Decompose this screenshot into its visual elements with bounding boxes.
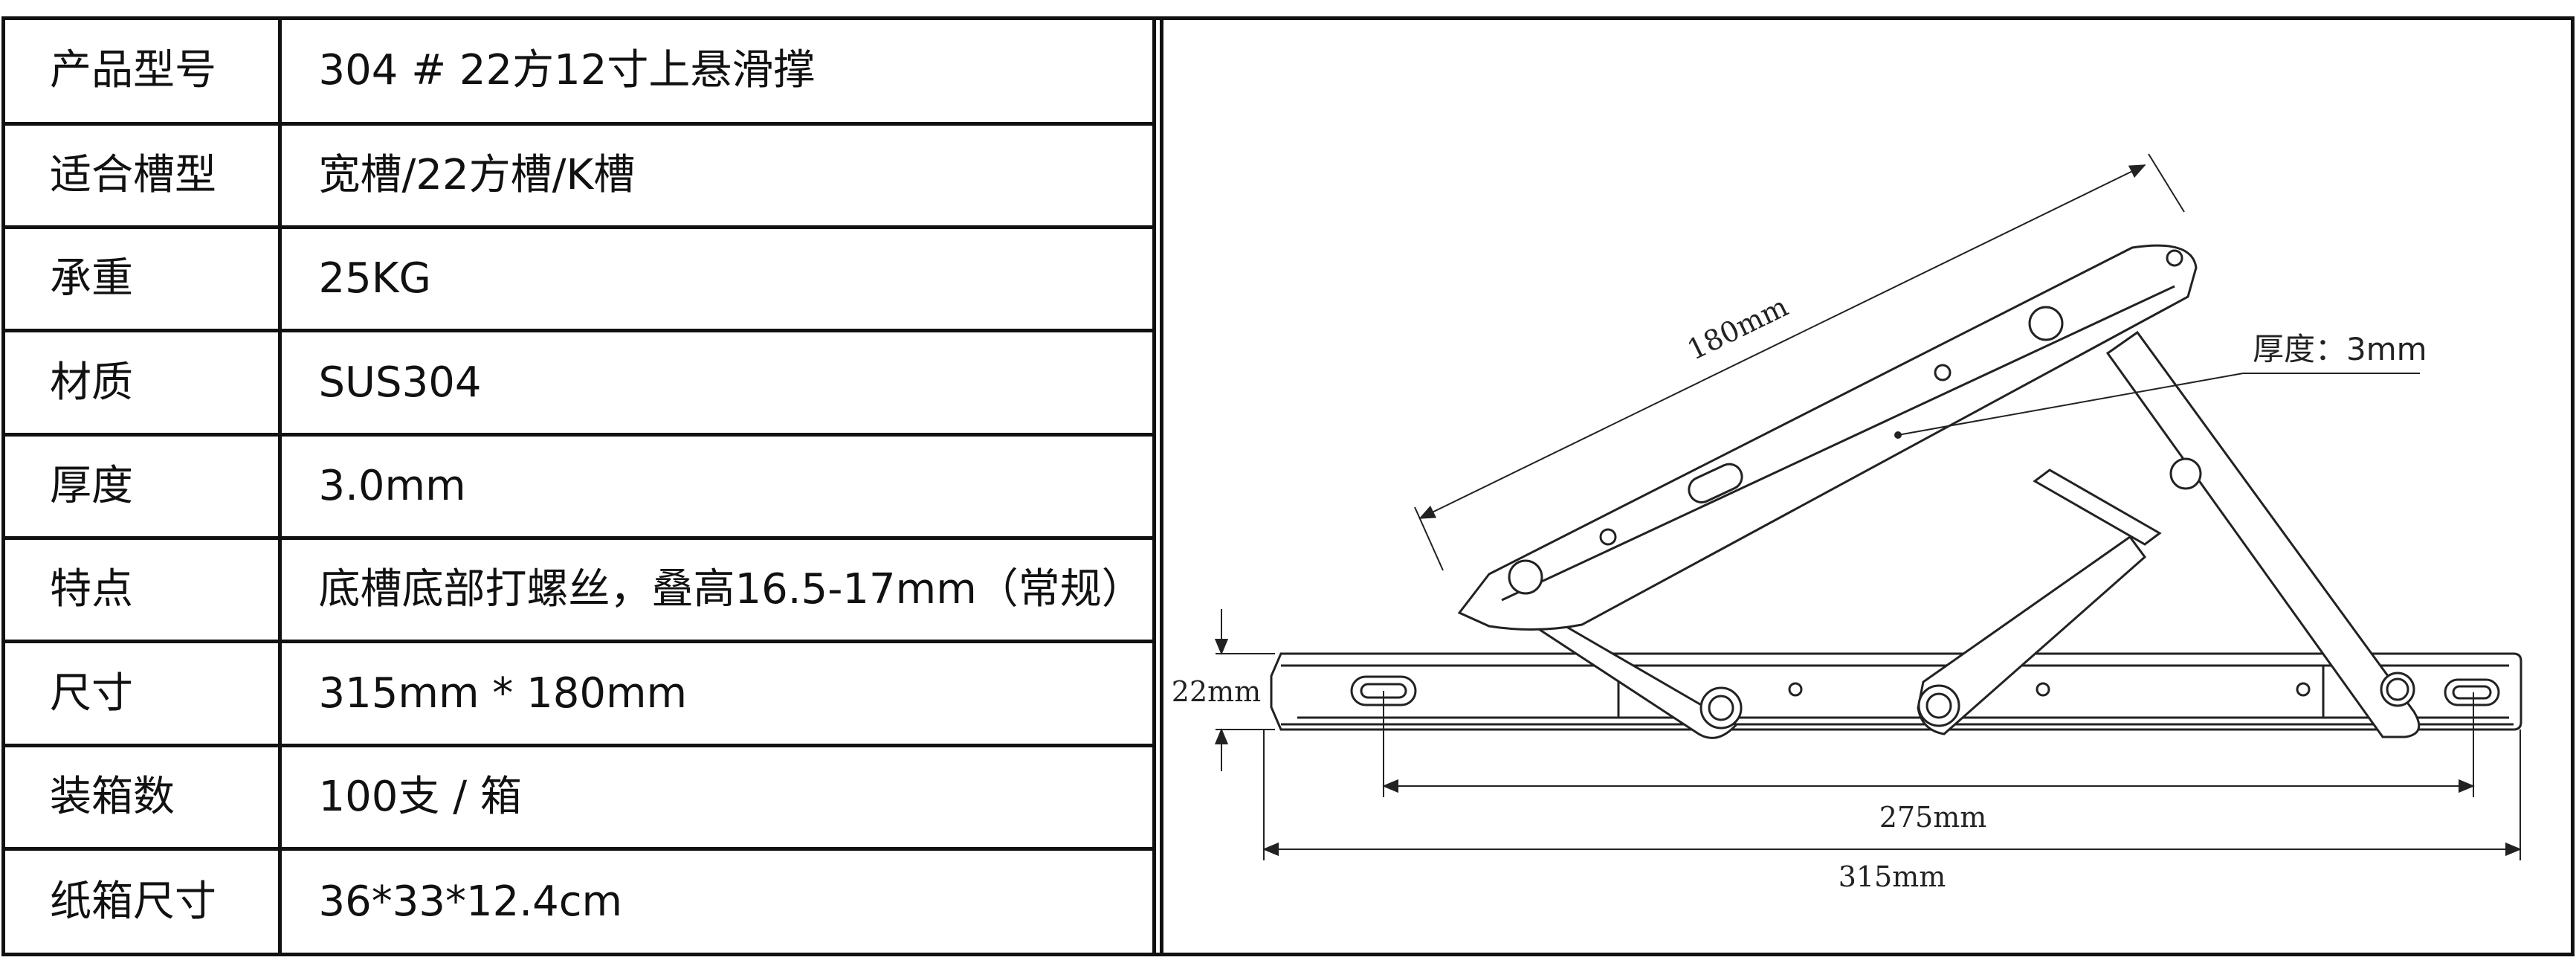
spec-label-carton-size: 纸箱尺寸	[5, 847, 282, 953]
outer-frame	[1, 16, 2575, 956]
spec-value-features: 底槽底部打螺丝，叠高16.5-17mm（常规）	[277, 536, 1156, 644]
diagram-panel: 180mm 22mm 275mm 315mm 厚度：3mm	[1160, 20, 2575, 953]
connecting-bar	[2033, 468, 2162, 546]
linkage-arms	[1520, 330, 2421, 739]
spec-row-groove-type: 适合槽型 宽槽/22方槽/K槽	[5, 121, 1156, 230]
thickness-leader-line	[1897, 373, 2244, 436]
spec-row-model: 产品型号 304 # 22方12寸上悬滑撑	[5, 20, 1156, 126]
dimension-lines	[1214, 153, 2522, 860]
spec-value-thickness: 3.0mm	[277, 432, 1156, 541]
spec-label-pack-qty: 装箱数	[5, 743, 282, 851]
spec-row-material: 材质 SUS304	[5, 329, 1156, 437]
spec-row-pack-qty: 装箱数 100支 / 箱	[5, 743, 1156, 851]
top-arm-hole-large	[2028, 306, 2064, 341]
spec-label-load: 承重	[5, 225, 282, 333]
spec-table: 产品型号 304 # 22方12寸上悬滑撑 适合槽型 宽槽/22方槽/K槽 承重…	[5, 20, 1156, 953]
short-left-link	[1520, 618, 1738, 739]
base-channel-outline	[1270, 652, 2522, 731]
middle-strut-pivot-inner	[1925, 692, 1952, 719]
dim-22-label: 22mm	[1172, 675, 1261, 708]
dim-275-label: 275mm	[1879, 801, 1987, 834]
spec-value-size: 315mm * 180mm	[277, 640, 1156, 747]
spec-value-material: SUS304	[277, 329, 1156, 437]
top-arm-hole	[1599, 528, 1617, 546]
long-arm-hole	[2169, 457, 2202, 490]
base-rivet-hole	[1788, 682, 1803, 697]
top-arm-hole	[1934, 364, 1952, 381]
spec-label-model: 产品型号	[5, 20, 282, 126]
dim-315-label: 315mm	[1839, 860, 1946, 893]
thickness-leader-dot	[1894, 431, 1902, 439]
base-right-slot	[2444, 678, 2500, 706]
base-right-slot-inner	[2452, 685, 2492, 700]
spec-label-size: 尺寸	[5, 640, 282, 747]
spec-value-model: 304 # 22方12寸上悬滑撑	[277, 20, 1156, 126]
long-arm-hole-right-inner	[2386, 677, 2409, 701]
spec-row-carton-size: 纸箱尺寸 36*33*12.4cm	[5, 847, 1156, 953]
spec-value-groove-type: 宽槽/22方槽/K槽	[277, 121, 1156, 230]
thickness-callout-label: 厚度：3mm	[2253, 331, 2427, 367]
spec-row-features: 特点 底槽底部打螺丝，叠高16.5-17mm（常规）	[5, 536, 1156, 644]
spec-label-groove-type: 适合槽型	[5, 121, 282, 230]
spec-value-load: 25KG	[277, 225, 1156, 333]
short-link-pivot-inner	[1708, 695, 1734, 721]
spec-label-material: 材质	[5, 329, 282, 437]
base-rivet-hole	[2296, 682, 2311, 697]
spec-value-pack-qty: 100支 / 箱	[277, 743, 1156, 851]
spec-row-size: 尺寸 315mm * 180mm	[5, 640, 1156, 747]
spec-row-load: 承重 25KG	[5, 225, 1156, 333]
dim-180-extension-left	[1414, 506, 1444, 571]
spec-value-carton-size: 36*33*12.4cm	[277, 847, 1156, 953]
base-rivet-hole	[2036, 682, 2050, 697]
dim-180-extension-right	[2148, 153, 2185, 213]
long-diagonal-arm	[2105, 330, 2421, 738]
spec-label-thickness: 厚度	[5, 432, 282, 541]
base-channel	[1270, 652, 2522, 731]
spec-row-thickness: 厚度 3.0mm	[5, 432, 1156, 541]
friction-stay-drawing: 180mm 22mm 275mm 315mm 厚度：3mm	[1172, 153, 2522, 893]
top-arm-inner-edge	[1501, 285, 2175, 602]
top-arm-hole-left	[1508, 559, 1543, 595]
dim-180-label: 180mm	[1682, 290, 1793, 367]
dim-180-line	[1418, 164, 2146, 519]
spec-label-features: 特点	[5, 536, 282, 644]
top-arm-hole-end	[2166, 249, 2183, 267]
